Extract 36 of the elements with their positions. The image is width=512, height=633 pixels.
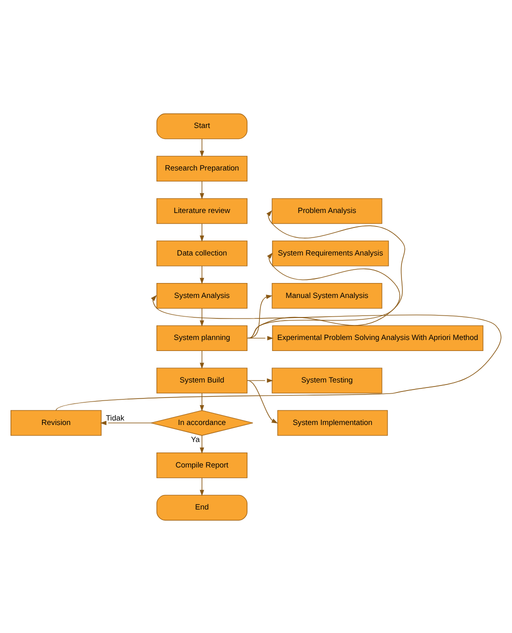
node-box: System Implementation: [277, 410, 388, 436]
node-box: System planning: [156, 324, 248, 351]
arrow: [246, 336, 274, 340]
node-box: System Build: [156, 367, 248, 393]
node-box: Research Preparation: [156, 155, 248, 182]
edge-label: Ya: [190, 434, 200, 444]
node-box: Problem Analysis: [272, 198, 382, 224]
arrow: [246, 378, 274, 382]
arrow: [200, 138, 204, 157]
arrow: [200, 222, 204, 242]
node-box: Experimental Problem Solving Analysis With Apriori Method: [272, 324, 484, 351]
arrow: [200, 434, 204, 454]
node-box: Data collection: [156, 240, 248, 266]
arrow: [200, 308, 204, 326]
arrow: [247, 210, 406, 338]
arrow: [247, 294, 272, 338]
node-box: End: [156, 494, 248, 520]
arrow: [200, 392, 204, 411]
node-box: Start: [156, 112, 248, 139]
arrow: [247, 252, 400, 338]
arrow: [247, 380, 278, 423]
node-box: Revision: [10, 410, 102, 436]
node-box: System Analysis: [156, 282, 248, 308]
arrow: [100, 420, 152, 425]
node-diamond: In accordance: [150, 410, 254, 436]
node-box: Compile Report: [156, 452, 248, 478]
node-box: System Requirements Analysis: [272, 240, 389, 266]
arrow: [200, 477, 204, 496]
arrow: [200, 180, 204, 199]
edge-label: Tidak: [106, 413, 124, 422]
arrow: [56, 294, 502, 410]
node-box: Literature review: [156, 198, 248, 224]
node-box: Manual System Analysis: [272, 282, 382, 308]
arrow: [200, 350, 204, 368]
arrow: [200, 265, 204, 284]
node-box: System Testing: [272, 367, 382, 393]
